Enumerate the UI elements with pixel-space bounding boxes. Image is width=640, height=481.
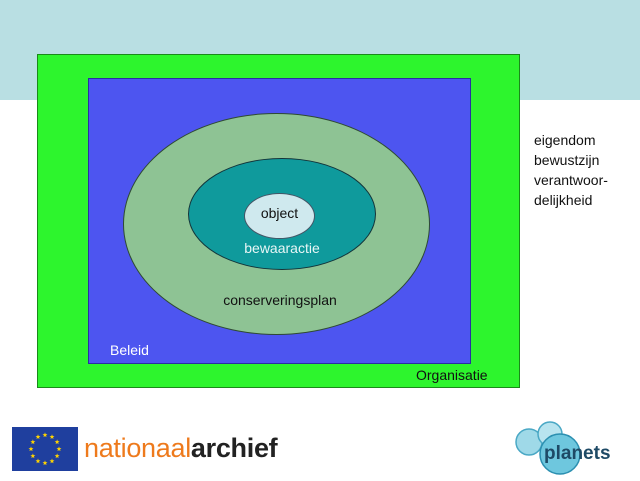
eu-star-icon — [49, 458, 55, 464]
eu-star-icon — [30, 439, 36, 445]
eu-star-icon — [49, 434, 55, 439]
eu-star-icon — [28, 446, 34, 452]
eu-star-icon — [42, 432, 48, 438]
eu-star-icon — [54, 439, 60, 445]
eu-star-icon — [35, 458, 41, 464]
side-keyword: verantwoor- — [534, 172, 608, 188]
policy-label: Beleid — [110, 342, 149, 358]
eu-star-icon — [56, 446, 62, 452]
side-keyword: delijkheid — [534, 192, 593, 208]
organisation-label: Organisatie — [416, 367, 488, 383]
planets-wordmark: planets — [544, 443, 611, 464]
eu-star-icon — [35, 434, 41, 439]
planets-large-circle-icon — [539, 433, 581, 475]
eu-star-icon — [54, 453, 60, 459]
side-keyword-list: eigendom bewustzijn verantwoor- delijkhe… — [534, 130, 638, 210]
eu-star-icon — [30, 453, 36, 459]
side-keyword: eigendom — [534, 132, 596, 148]
nationaal-archief-logo: nationaalarchief — [84, 430, 278, 466]
logo-text-suffix: archief — [190, 433, 278, 463]
eu-star-icon — [42, 460, 48, 466]
planets-logo: planets — [514, 420, 634, 476]
eu-flag-icon — [12, 427, 78, 471]
side-keyword: bewustzijn — [534, 152, 600, 168]
object-label: object — [260, 205, 299, 221]
conservation-plan-label: conserveringsplan — [223, 292, 337, 308]
object-ellipse — [244, 193, 315, 239]
preservation-action-label: bewaaractie — [244, 240, 320, 256]
logo-text-prefix: nationaal — [84, 433, 191, 463]
